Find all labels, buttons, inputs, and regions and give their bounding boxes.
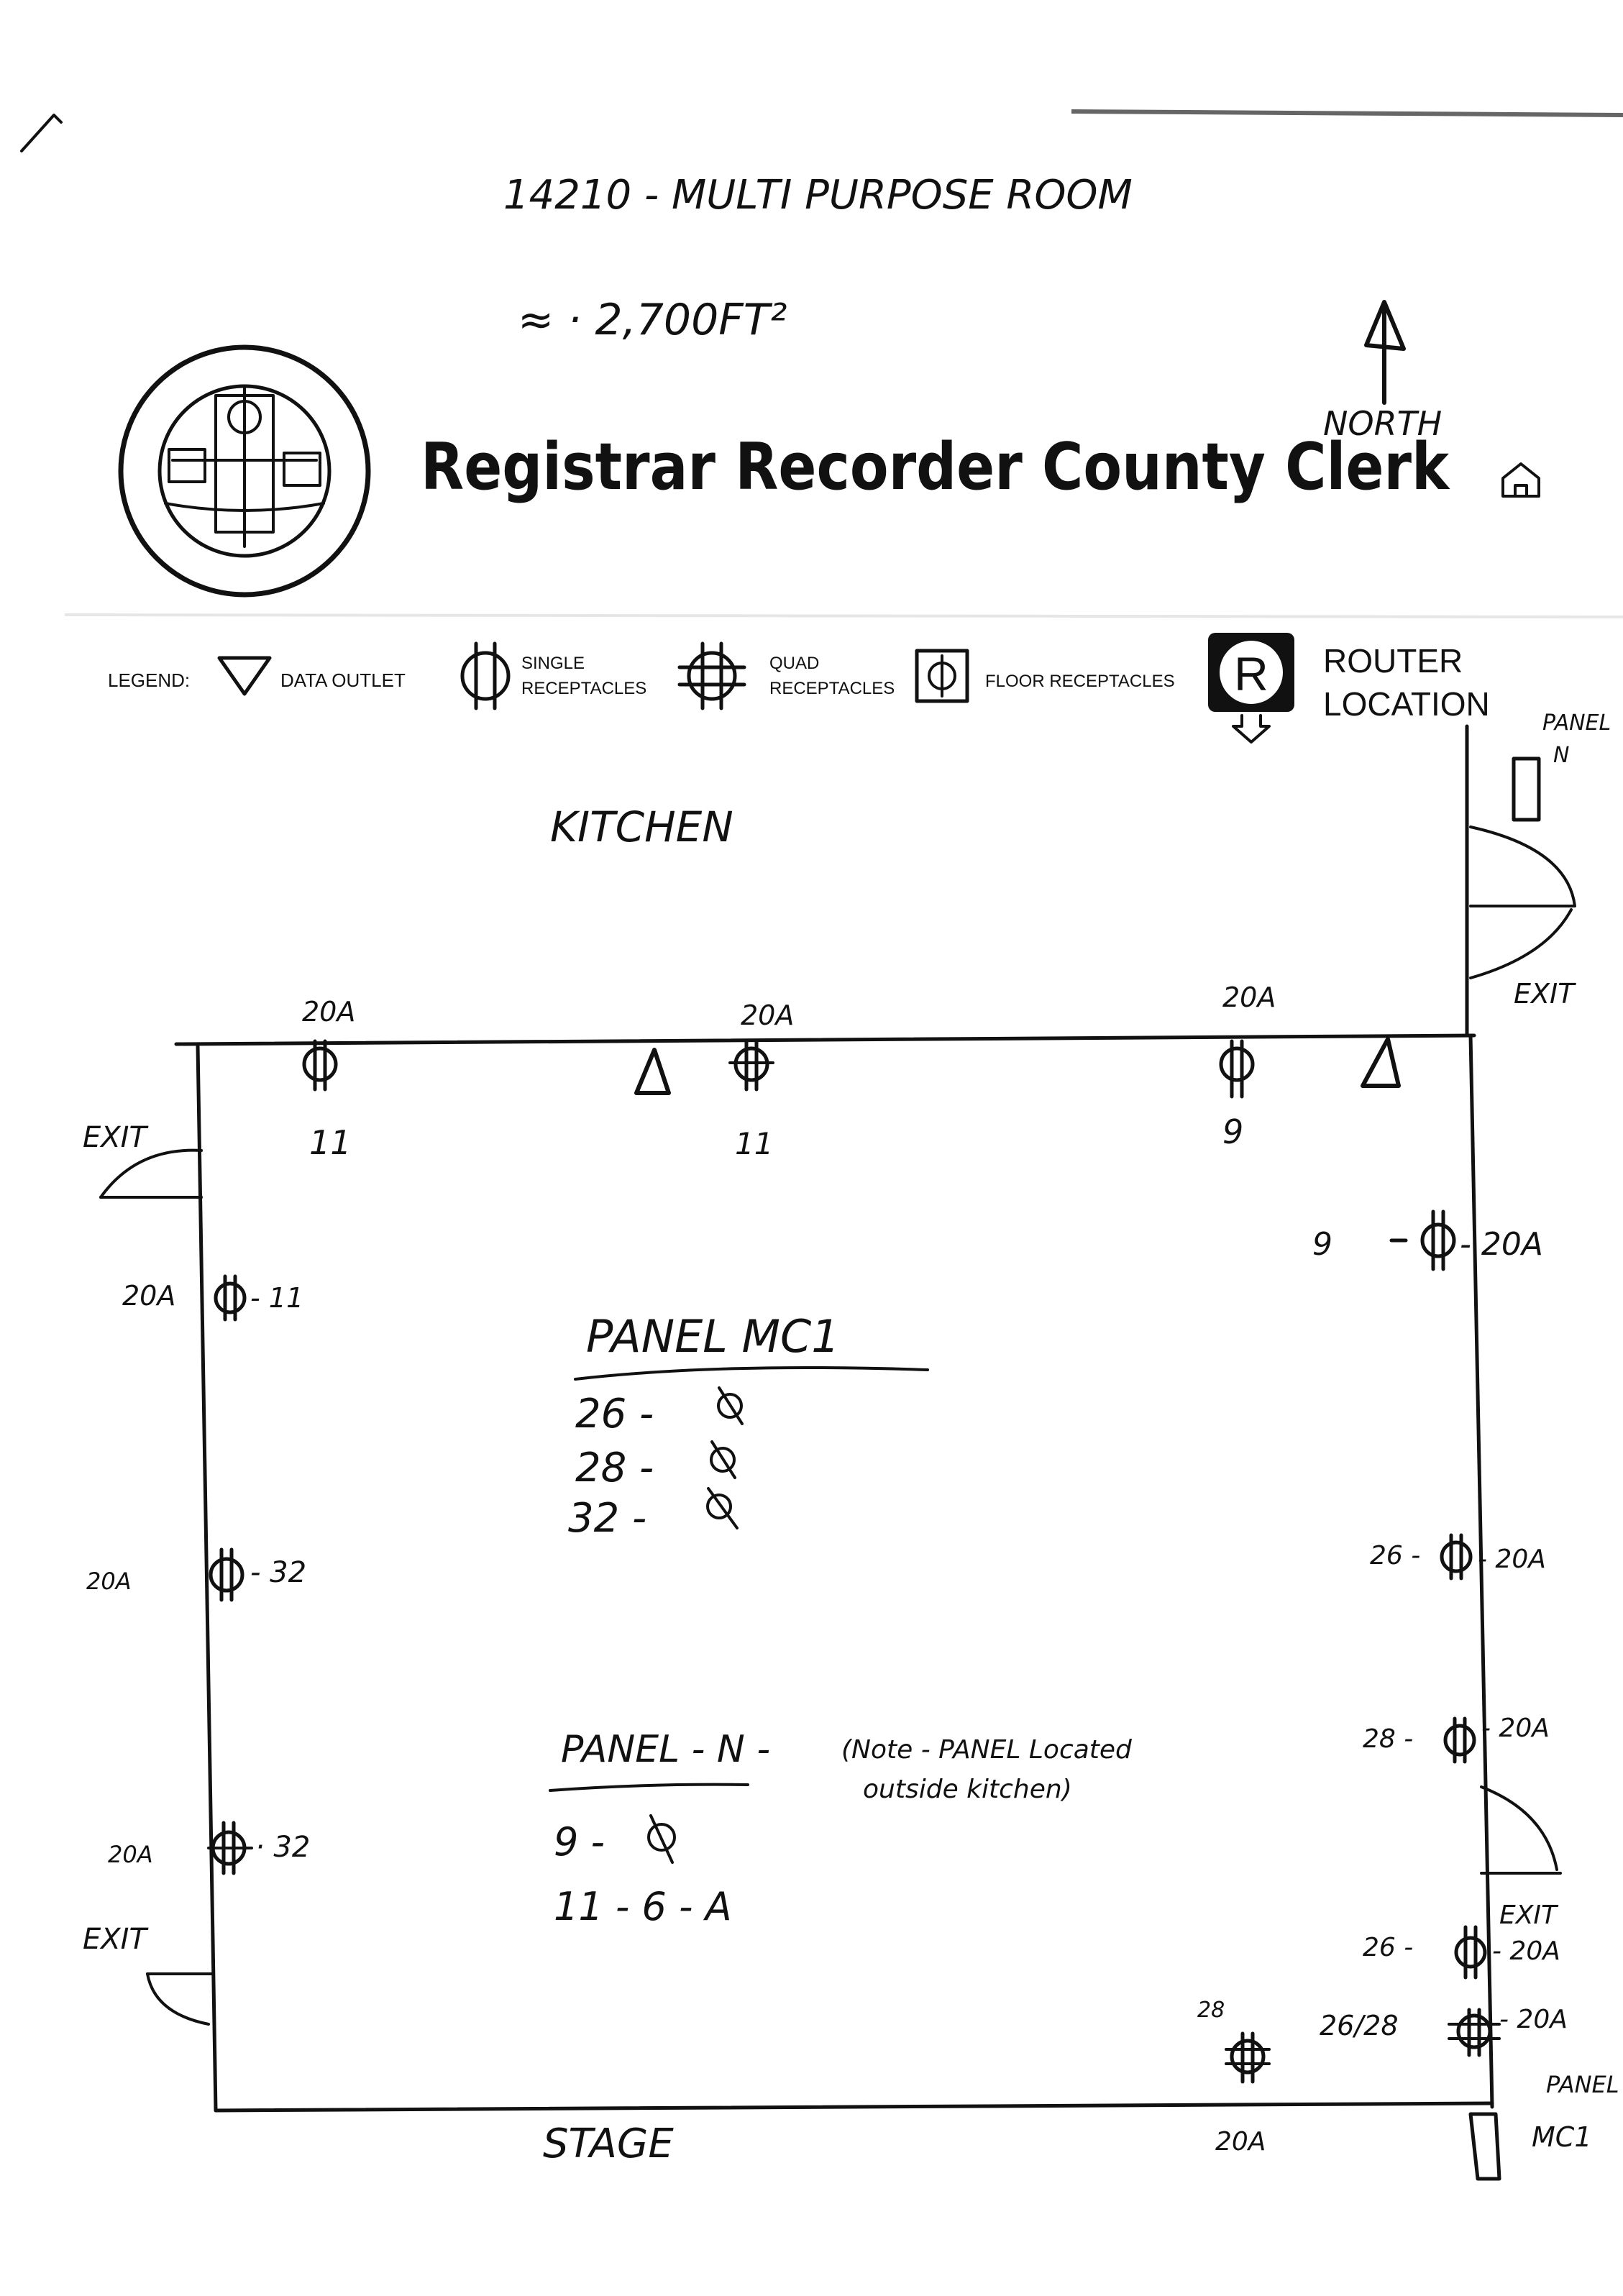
- room-outline: [174, 1033, 1494, 2113]
- door-w-lower: [146, 1972, 210, 2026]
- agency-title: Registrar Recorder County Clerk: [421, 429, 1450, 505]
- door-ne: [1469, 825, 1576, 979]
- legend-quad-1: QUAD: [769, 654, 819, 673]
- scan-edge-line: [1071, 109, 1623, 117]
- right-r1-amp: - 20A: [1460, 1226, 1543, 1263]
- panel-n-line-2: 11 - 6 - A: [554, 1884, 732, 1929]
- top-r2-amp: 20A: [741, 1000, 794, 1031]
- panel-mc1-bottom-label-1: PANEL: [1546, 2071, 1619, 2098]
- scan-mark: [20, 114, 63, 152]
- panel-n-note-2: outside kitchen): [863, 1775, 1072, 1804]
- right-r1-ckt: 9: [1312, 1226, 1332, 1263]
- legend-router-2: LOCATION: [1323, 685, 1490, 723]
- legend-single-1: SINGLE: [521, 654, 585, 673]
- right-r2-amp: - 20A: [1478, 1545, 1546, 1574]
- panel-mc1-line-3: 32 -: [568, 1495, 646, 1542]
- county-seal-logo: [118, 344, 371, 598]
- legend: LEGEND: DATA OUTLET SINGLE RECEPTACLES Q…: [108, 633, 1490, 744]
- data-outlet-icon: [217, 656, 272, 696]
- panel-n-top-label-2: N: [1553, 743, 1569, 768]
- panel-mc1-bottom-label-2: MC1: [1532, 2121, 1592, 2153]
- right-receptacle-3: 28 - - 20A: [1363, 1714, 1550, 1764]
- router-location-icon: R: [1208, 633, 1294, 744]
- panel-n-schedule: PANEL - N - (Note - PANEL Located outsid…: [549, 1728, 1133, 1929]
- bottom-quad-ckt: 28: [1197, 1998, 1225, 2023]
- top-r3-ckt: 9: [1222, 1112, 1243, 1151]
- panel-n-title: PANEL - N -: [561, 1728, 770, 1771]
- left-r1-ckt: - 11: [250, 1282, 303, 1314]
- right-receptacle-1: 9 - 20A: [1312, 1209, 1543, 1271]
- right-r4-amp: - 20A: [1492, 1936, 1560, 1966]
- panel-n-note-1: (Note - PANEL Located: [841, 1735, 1133, 1765]
- top-receptacle-2: 20A 11: [728, 1000, 794, 1161]
- legend-floor: FLOOR RECEPTACLES: [985, 672, 1175, 691]
- quad-receptacle-icon: [677, 641, 746, 710]
- panel-mc1-schedule: PANEL MC1 26 - 28 - 32 -: [568, 1310, 929, 1542]
- legend-data-outlet: DATA OUTLET: [280, 669, 406, 691]
- top-data-outlet-2: [1361, 1037, 1401, 1088]
- left-receptacle-2: 20A - 32: [86, 1547, 306, 1602]
- left-receptacle-3: 20A · 32: [108, 1821, 310, 1875]
- legend-label: LEGEND:: [108, 669, 190, 691]
- right-r4-ckt: 26 -: [1363, 1933, 1413, 1962]
- home-icon[interactable]: [1501, 462, 1540, 498]
- panel-n-line-1: 9 -: [554, 1819, 605, 1865]
- bottom-quad-amp: 20A: [1215, 2127, 1266, 2156]
- single-phase-mark-1: [717, 1386, 744, 1425]
- top-data-outlet-1: [634, 1048, 671, 1095]
- panel-mc1-line-1: 26 -: [575, 1391, 654, 1437]
- top-r1-ckt: 11: [309, 1123, 352, 1162]
- room-title: 14210 - MULTI PURPOSE ROOM: [503, 172, 1133, 219]
- legend-router-1: ROUTER: [1323, 642, 1463, 680]
- right-receptacle-2: 26 - - 20A: [1370, 1533, 1546, 1581]
- top-receptacle-3: 20A 9: [1219, 982, 1276, 1151]
- panel-n-top-label-1: PANEL: [1542, 710, 1611, 736]
- right-q1-amp: - 20A: [1499, 2005, 1568, 2034]
- top-r1-amp: 20A: [302, 996, 355, 1028]
- left-r2-ckt: - 32: [250, 1556, 306, 1589]
- left-r3-ckt: · 32: [255, 1831, 310, 1864]
- single-phase-mark-2: [710, 1440, 736, 1479]
- panel-n-box: [1512, 756, 1541, 822]
- north-label: NORTH: [1323, 404, 1442, 443]
- single-receptacle-icon: [460, 641, 511, 710]
- exit-ne-label: EXIT: [1514, 978, 1576, 1010]
- right-quad-receptacle: 26/28 - 20A: [1320, 2005, 1568, 2057]
- panel-mc1-box: [1468, 2112, 1501, 2181]
- single-phase-mark-3: [706, 1487, 739, 1529]
- left-r2-amp: 20A: [86, 1568, 132, 1595]
- north-arrow: NORTH: [1323, 300, 1442, 443]
- exit-w-lower-label: EXIT: [83, 1923, 149, 1956]
- right-receptacle-4: 26 - - 20A: [1363, 1925, 1560, 1980]
- right-q1-ckt: 26/28: [1320, 2010, 1399, 2041]
- left-r1-amp: 20A: [122, 1280, 175, 1312]
- stage-label: STAGE: [543, 2121, 674, 2167]
- top-r2-ckt: 11: [735, 1126, 773, 1161]
- top-r3-amp: 20A: [1222, 982, 1276, 1013]
- scan-seam: [64, 613, 1623, 618]
- exit-e-lower-label: EXIT: [1499, 1901, 1559, 1930]
- door-e-lower: [1480, 1785, 1558, 1871]
- door-w-upper: [99, 1148, 203, 1199]
- left-receptacle-1: 20A - 11: [122, 1274, 303, 1322]
- panel-mc1-title: PANEL MC1: [586, 1310, 840, 1363]
- right-r2-ckt: 26 -: [1370, 1541, 1420, 1570]
- router-letter: R: [1234, 647, 1268, 700]
- top-receptacle-1: 20A 11: [302, 996, 355, 1162]
- legend-single-2: RECEPTACLES: [521, 679, 646, 698]
- bottom-quad-receptacle: 28 20A: [1197, 1998, 1271, 2156]
- legend-quad-2: RECEPTACLES: [769, 679, 895, 698]
- exit-w-upper-label: EXIT: [83, 1121, 149, 1154]
- left-r3-amp: 20A: [108, 1841, 153, 1868]
- panel-mc1-line-2: 28 -: [575, 1445, 654, 1491]
- kitchen-label: KITCHEN: [550, 802, 733, 851]
- single-phase-mark-4: [647, 1814, 676, 1864]
- right-r3-ckt: 28 -: [1363, 1724, 1413, 1754]
- floor-receptacle-icon: [915, 649, 969, 703]
- area-note: ≈ · 2,700FT²: [518, 295, 787, 345]
- right-r3-amp: - 20A: [1481, 1714, 1550, 1743]
